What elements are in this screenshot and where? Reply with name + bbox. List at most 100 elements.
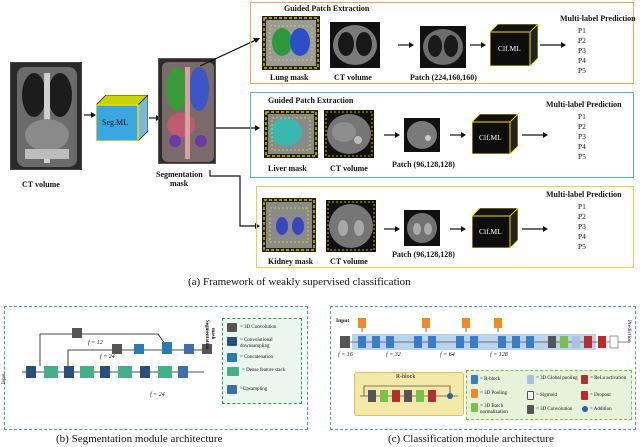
legend-chip-conv [227,323,237,332]
segml-cube: Seg.ML [95,94,149,146]
lung-model-cube: Clf.ML [489,23,539,71]
pred-item: P1 [578,202,586,211]
seg-arch-panel [4,306,308,430]
legend-text-addition: = Addition [590,407,612,412]
clf-f4-label: f = 128 [490,352,508,358]
legend-text-sigmoid: = Sigmoid [536,393,558,398]
lung-pred-title: Multi-label Prediction [560,14,636,23]
liver-panel [250,92,634,178]
seg-input-label: Input [2,373,7,384]
legend-text-concat: = Concatenation [240,355,273,360]
clf-output-label: Prediction [626,320,632,343]
seg-f1-label: f = 12 [88,340,103,346]
legend-chip-pooling [471,389,478,398]
liver-ct-label: CT volume [330,164,368,173]
lung-patch-label: Patch (224,160,160) [410,73,477,82]
clf-f1-label: f = 16 [338,352,353,358]
pred-item: P3 [578,46,586,55]
liver-pred-list: P1 P2 P3 P4 P5 [578,112,586,162]
legend-text-conv3d: = 3D Convolution [536,407,573,412]
caption-b: (b) Segmentation module architecture [56,433,223,445]
pred-item: P3 [578,222,586,231]
lung-mask-label: Lung mask [270,73,309,82]
legend-chip-conv3d [527,405,534,414]
lung-ct-image [330,22,380,68]
liver-patch-image [404,118,440,152]
kidney-pred-list: P1 P2 P3 P4 P5 [578,202,586,252]
liver-model-cube: Clf.ML [471,113,519,159]
rblock-label: R-block [396,374,416,380]
legend-text-relu: = ReLu activation [590,376,627,381]
legend-chip-sigmoid [527,391,534,400]
legend-chip-rblock [471,375,478,384]
legend-chip-addition [582,406,588,412]
seg-output-label-2: mask [210,328,215,340]
liver-arrow-ct-patch [384,132,400,138]
segml-label: Seg.ML [102,118,128,127]
pred-item: P5 [578,242,586,251]
kidney-mask-image [262,198,316,252]
segmentation-mask-label-2: mask [170,179,189,188]
kidney-arrow-patch-model [450,226,466,232]
input-ct-image [10,62,82,170]
pred-item: P4 [578,56,586,65]
legend-chip-upsampling [227,385,237,394]
pred-item: P5 [578,66,586,75]
pred-item: P2 [578,36,586,45]
liver-arrow-patch-model [450,132,466,138]
legend-chip-globalpool [527,375,534,384]
seg-arch-diagram [22,328,212,378]
clf-arch-panel [330,306,636,430]
lung-pred-list: P1 P2 P3 P4 P5 [578,26,586,76]
legend-text-globalpool: = 3D Global pooling [536,376,578,381]
pred-item: P5 [578,152,586,161]
liver-ct-image [324,110,374,158]
legend-text-pooling: = 3D Pooling [480,391,507,396]
lung-panel [250,2,634,84]
pred-item: P1 [578,26,586,35]
lung-panel-title: Guided Patch Extraction [284,4,370,13]
kidney-panel [256,186,634,268]
liver-arrow-model-pred [522,132,548,138]
clf-f2-label: f = 32 [386,352,401,358]
legend-chip-dense [227,367,239,376]
seg-f3-label: f = 24 [150,392,165,398]
clf-f3-label: f = 64 [440,352,455,358]
pred-item: P4 [578,232,586,241]
segmentation-mask-label-1: Segmentation [156,170,203,179]
clf-legend: = R-block = 3D Pooling = 3D Batch normal… [466,370,632,420]
clf-arch-diagram [340,318,630,350]
segmentation-mask-image [158,58,216,164]
lung-model-label: Clf.ML [498,44,521,53]
liver-panel-title: Guided Patch Extraction [268,96,354,105]
lung-patch-image [420,26,466,68]
kidney-patch-label: Patch (96,128,128) [392,250,455,259]
lung-ct-label: CT volume [334,73,372,82]
caption-a: (a) Framework of weakly supervised class… [188,276,411,288]
input-ct-label: CT volume [22,180,60,189]
legend-chip-concat [227,353,237,362]
seg-f2-label: f = 24 [100,354,115,360]
legend-chip-downsampling [227,337,237,346]
seg-output-label-1: Segmentation [204,320,209,350]
legend-chip-dropout [581,391,588,400]
clf-input-label: Input [336,318,350,324]
pred-item: P4 [578,142,586,151]
kidney-arrow-model-pred [522,226,548,232]
kidney-model-label: Clf.ML [479,227,502,236]
lung-arrow-model-pred [540,42,566,48]
kidney-mask-label: Kidney mask [268,257,314,266]
liver-mask-label: Liver mask [268,164,307,173]
kidney-model-cube: Clf.ML [471,207,519,253]
legend-text-dropout: = Dropout [590,393,611,398]
seg-legend: = 3D Convolution = Convolutional downsam… [222,318,302,404]
legend-chip-batchnorm [471,403,478,412]
liver-mask-image [264,110,318,158]
pred-item: P2 [578,212,586,221]
arrow-input-segml [84,112,96,118]
liver-pred-title: Multi-label Prediction [546,100,622,109]
rblock-diagram [360,385,458,402]
legend-text-rblock: = R-block [480,377,501,382]
lung-arrow-patch-model [470,42,486,48]
kidney-ct-label: CT volume [330,257,368,266]
